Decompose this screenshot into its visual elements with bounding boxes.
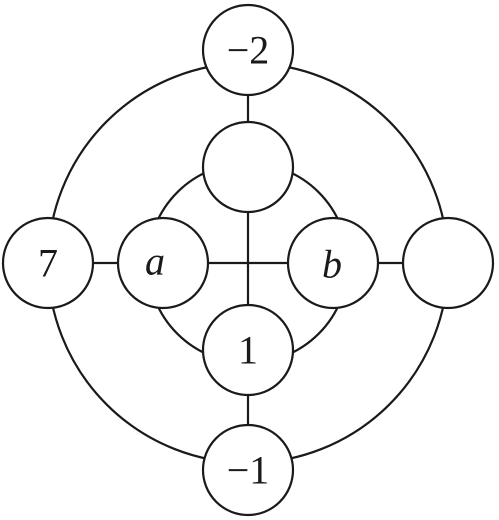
node-right-outer xyxy=(401,216,495,310)
node-left-outer: 7 xyxy=(1,216,95,310)
node-top-outer: −2 xyxy=(201,3,295,97)
node-right-inner-label: b xyxy=(322,242,342,287)
node-right-inner: b xyxy=(286,216,380,310)
node-top-inner xyxy=(201,120,295,214)
node-bottom-inner-label: 1 xyxy=(238,328,258,373)
node-left-inner: a xyxy=(116,216,210,310)
node-left-outer-label: 7 xyxy=(38,241,58,286)
node-left-inner-label: a xyxy=(145,239,165,284)
node-bottom-inner: 1 xyxy=(201,303,295,397)
node-top-outer-label: −2 xyxy=(227,28,270,73)
node-bottom-outer-label: −1 xyxy=(227,448,270,493)
node-bottom-outer: −1 xyxy=(201,423,295,517)
